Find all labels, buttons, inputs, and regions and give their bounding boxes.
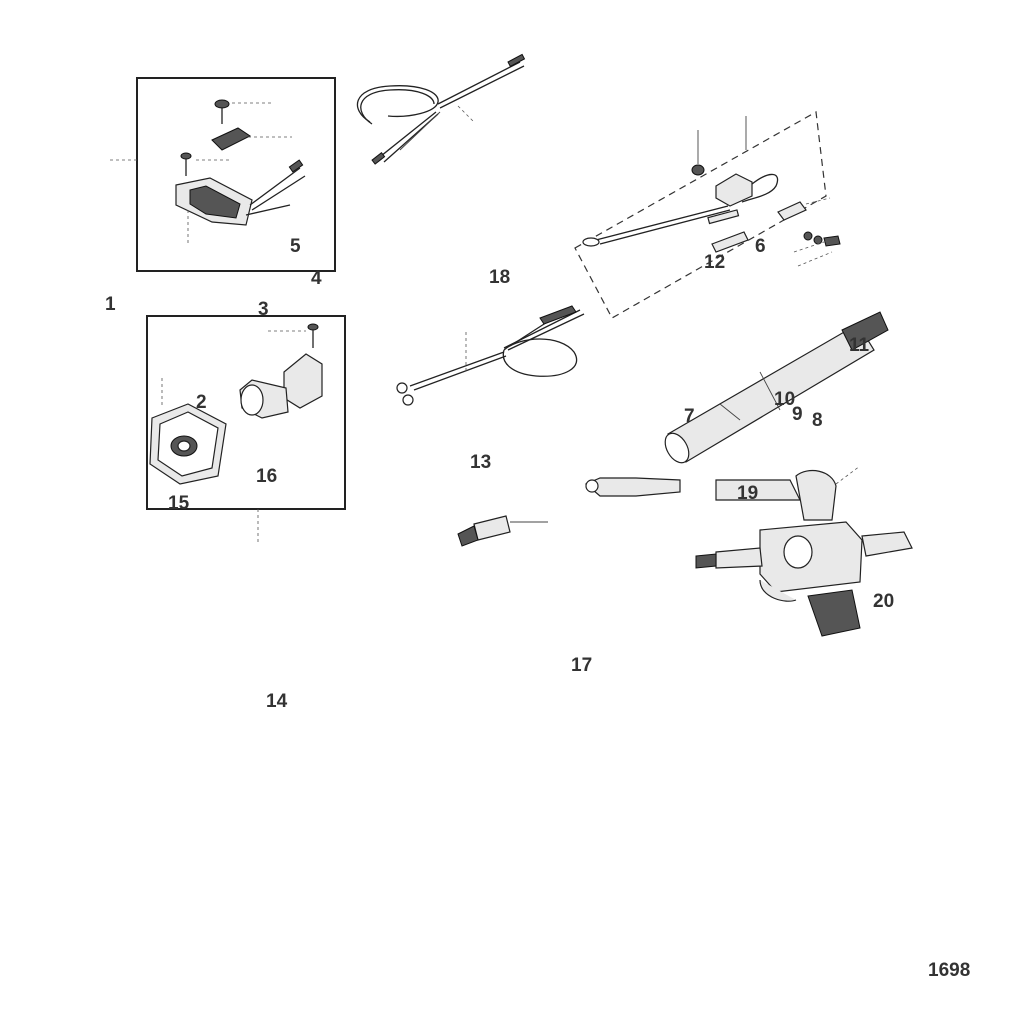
callout-2: 2 bbox=[196, 392, 207, 413]
box-mount-bracket bbox=[146, 315, 346, 542]
callout-3: 3 bbox=[258, 299, 269, 320]
clamp bbox=[211, 127, 292, 151]
figure-id: 1698 bbox=[928, 960, 970, 981]
bracket bbox=[239, 353, 323, 419]
wire-harness-middle bbox=[396, 305, 585, 406]
tiller-bracket-assembly bbox=[584, 465, 913, 637]
callout-17: 17 bbox=[571, 655, 592, 676]
callout-13: 13 bbox=[470, 452, 491, 473]
callout-14: 14 bbox=[266, 691, 288, 712]
wire-harness-top bbox=[356, 53, 526, 165]
callout-16: 16 bbox=[256, 466, 277, 487]
callout-6: 6 bbox=[755, 236, 766, 257]
connector-block bbox=[175, 159, 306, 244]
screw-small bbox=[180, 152, 232, 176]
callout-15: 15 bbox=[168, 493, 190, 514]
mount-plate bbox=[149, 378, 227, 485]
callout-20: 20 bbox=[873, 591, 894, 612]
callout-1: 1 bbox=[105, 294, 116, 315]
callout-5: 5 bbox=[290, 236, 301, 257]
callout-9: 9 bbox=[792, 404, 803, 425]
plug bbox=[457, 515, 548, 547]
callout-8: 8 bbox=[812, 410, 823, 431]
callout-10: 10 bbox=[774, 389, 795, 410]
bracket-screw bbox=[268, 323, 319, 348]
screw-top bbox=[214, 99, 272, 124]
callout-7: 7 bbox=[684, 406, 695, 427]
callout-4: 4 bbox=[311, 268, 322, 289]
callout-12: 12 bbox=[704, 252, 725, 273]
box-wiring-connector-kit bbox=[110, 77, 336, 272]
callout-19: 19 bbox=[737, 483, 758, 504]
callout-labels: 1 2 3 4 5 6 7 8 9 10 11 12 13 14 15 16 1… bbox=[105, 236, 894, 712]
callout-11: 11 bbox=[849, 335, 870, 356]
callout-18: 18 bbox=[489, 267, 510, 288]
tiller-handle bbox=[664, 311, 889, 464]
dashed-box-control-wiring bbox=[574, 111, 841, 319]
